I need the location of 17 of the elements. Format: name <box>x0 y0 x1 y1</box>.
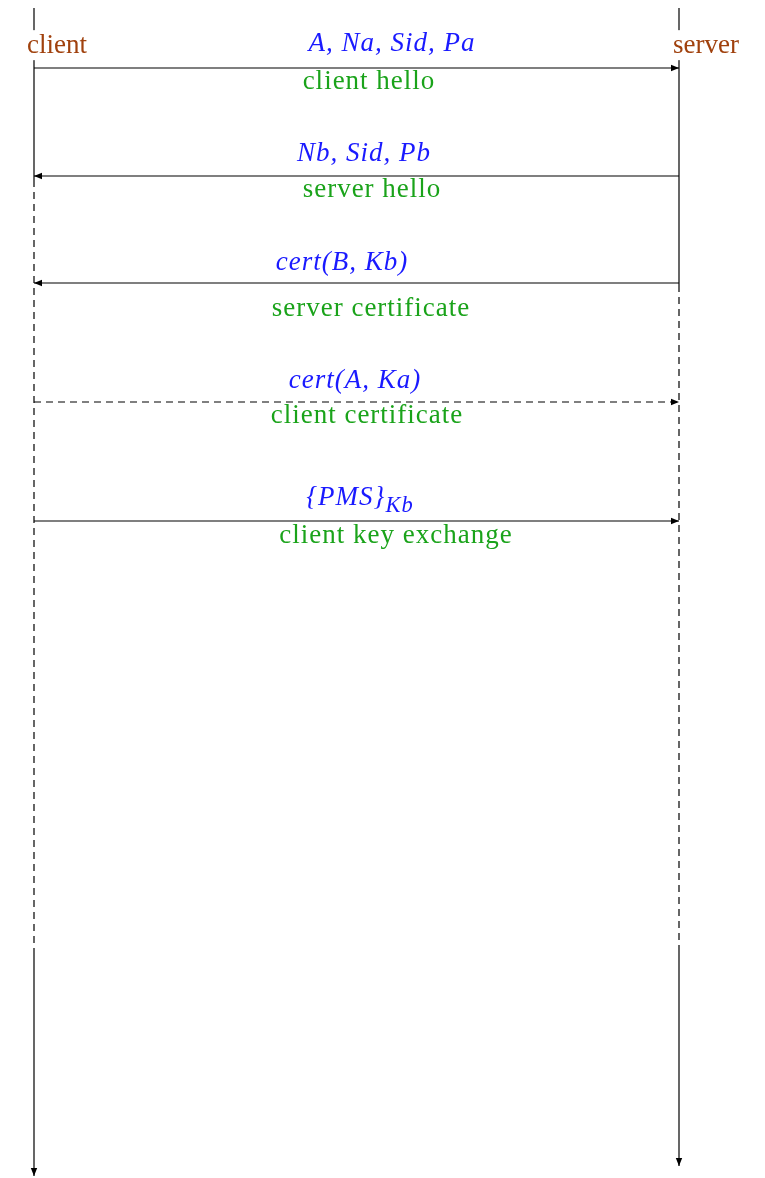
message-description: server hello <box>302 174 442 204</box>
message-arrow <box>33 172 680 180</box>
message-label: cert(A, Ka) <box>288 365 422 395</box>
message-label: cert(B, Kb) <box>275 247 409 277</box>
message-description: server certificate <box>271 293 471 323</box>
participant-label: client <box>27 30 87 60</box>
message-arrow <box>33 279 680 287</box>
message-description: client key exchange <box>279 520 513 550</box>
message-label: A, Na, Sid, Pa <box>308 28 476 58</box>
message-description: client hello <box>302 66 436 96</box>
message-arrow <box>33 517 680 525</box>
message-description: client certificate <box>270 400 464 430</box>
message-label: Nb, Sid, Pb <box>297 138 431 168</box>
message-arrow <box>33 64 680 72</box>
participant-label: server <box>673 30 739 60</box>
message-arrow <box>33 398 680 406</box>
message-label: {PMS}$_{Kb}$ <box>306 482 414 518</box>
